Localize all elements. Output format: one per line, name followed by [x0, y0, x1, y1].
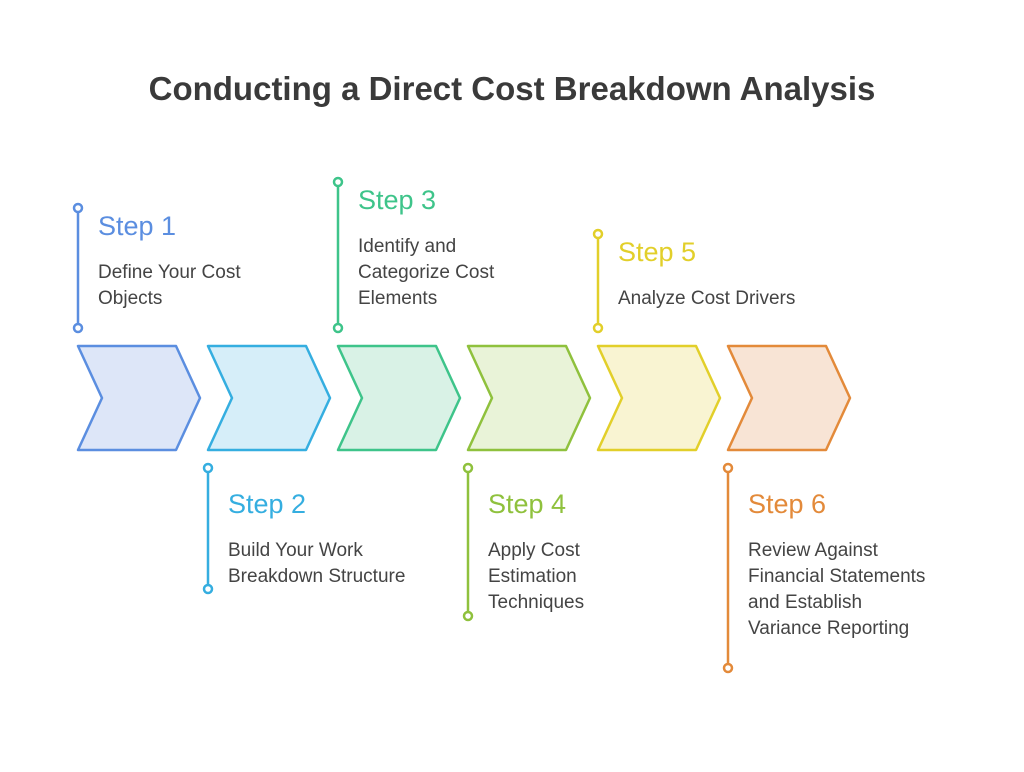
connector-6: [722, 462, 734, 674]
connector-2: [202, 462, 214, 595]
connector-3: [332, 176, 344, 334]
step-6-label: Step 6: [748, 489, 827, 519]
connector-dot-bottom-6: [722, 662, 734, 674]
connector-dot-top-1: [72, 202, 84, 214]
step-5-label: Step 5: [618, 237, 697, 267]
chevron-shape-6: [726, 344, 852, 452]
step-3-description: Identify and Categorize Cost Elements: [358, 236, 495, 309]
page-title: Conducting a Direct Cost Breakdown Analy…: [148, 70, 876, 107]
step-2-label: Step 2: [228, 489, 307, 519]
step-5-description: Analyze Cost Drivers: [618, 288, 796, 309]
step-6: Step 6 Review Against Financial Statemen…: [748, 488, 988, 642]
chevron-6: [726, 344, 852, 452]
step-3-label: Step 3: [358, 185, 437, 215]
step-1-label: Step 1: [98, 211, 177, 241]
connector-dot-top-2: [202, 462, 214, 474]
connector-dot-bottom-1: [72, 322, 84, 334]
step-4: Step 4 Apply Cost Estimation Techniques: [488, 488, 728, 616]
step-2-description: Build Your Work Breakdown Structure: [228, 540, 406, 587]
step-6-description: Review Against Financial Statements and …: [748, 540, 926, 639]
connector-dot-top-6: [722, 462, 734, 474]
connector-dot-bottom-5: [592, 322, 604, 334]
chevron-3: [336, 344, 462, 452]
connector-dot-top-4: [462, 462, 474, 474]
chevron-2: [206, 344, 332, 452]
connector-4: [462, 462, 474, 622]
chevron-shape-3: [336, 344, 462, 452]
connector-5: [592, 228, 604, 334]
connector-dot-top-3: [332, 176, 344, 188]
step-4-description: Apply Cost Estimation Techniques: [488, 540, 585, 613]
chevron-shape-5: [596, 344, 722, 452]
chevron-shape-4: [466, 344, 592, 452]
step-4-label: Step 4: [488, 489, 567, 519]
connector-dot-bottom-3: [332, 322, 344, 334]
step-1: Step 1 Define Your Cost Objects: [98, 210, 338, 312]
chevron-shape-1: [76, 344, 202, 452]
chevron-4: [466, 344, 592, 452]
step-2: Step 2 Build Your Work Breakdown Structu…: [228, 488, 468, 590]
step-1-description: Define Your Cost Objects: [98, 262, 241, 309]
connector-dot-bottom-2: [202, 583, 214, 595]
connector-dot-top-5: [592, 228, 604, 240]
step-5: Step 5 Analyze Cost Drivers: [618, 236, 858, 312]
chevron-5: [596, 344, 722, 452]
step-3: Step 3 Identify and Categorize Cost Elem…: [358, 184, 598, 312]
connector-dot-bottom-4: [462, 610, 474, 622]
chevron-shape-2: [206, 344, 332, 452]
chevron-1: [76, 344, 202, 452]
connector-1: [72, 202, 84, 334]
